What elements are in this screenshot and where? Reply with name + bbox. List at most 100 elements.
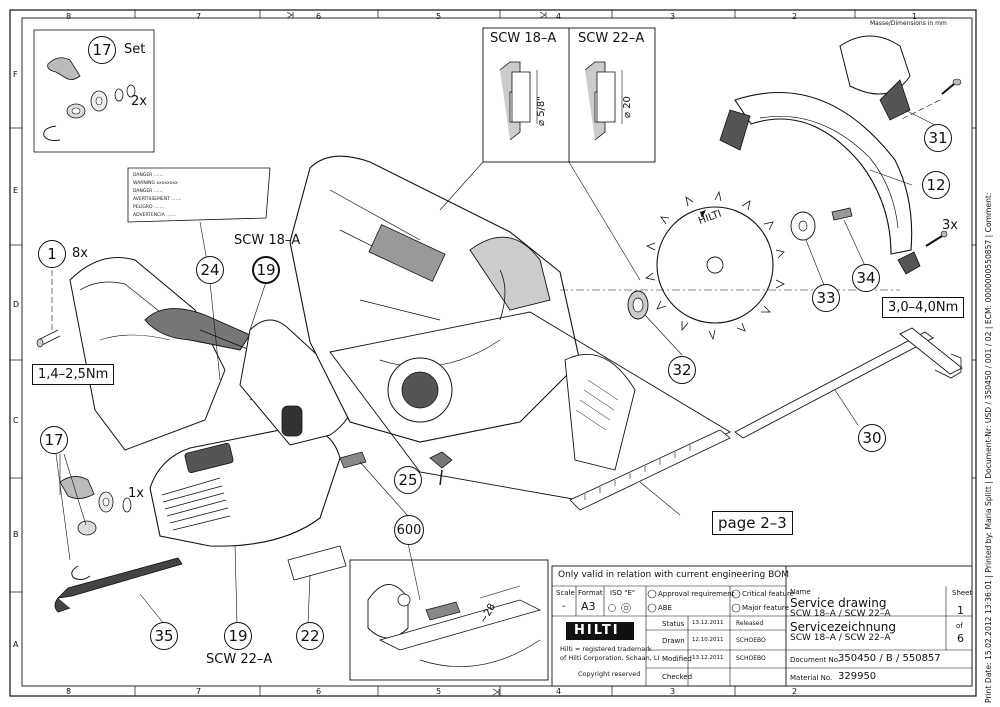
units-note: Masse/Dimensions in mm: [870, 20, 947, 27]
qty-8x: 8x: [72, 246, 88, 261]
main-housing: [289, 155, 581, 443]
format-value: A3: [581, 600, 596, 613]
name-models-de: SCW 18–A / SCW 22–A: [790, 633, 891, 643]
callout-19-top: 19: [252, 256, 280, 284]
qty-1x: 1x: [128, 486, 144, 501]
warning-line: WARNING xxxxxxxx: [133, 181, 178, 186]
callout-600: 600: [394, 515, 424, 545]
print-stamp-text: Print Date: 15.02.2012 13:36:01 | Printe…: [984, 192, 993, 703]
callout-34: 34: [852, 264, 880, 292]
guard-lever: [839, 35, 911, 95]
zone-bottom-4: 4: [556, 687, 562, 696]
validity-note: Only valid in relation with current engi…: [558, 570, 789, 580]
print-stamp: Print Date: 15.02.2012 13:36:01 | Printe…: [984, 0, 998, 707]
callout-35: 35: [150, 622, 178, 650]
warning-label-sheet: [127, 167, 271, 223]
zone-top-7: 7: [196, 12, 202, 21]
zone-bottom-7: 7: [196, 687, 202, 696]
name-header: Name: [790, 588, 811, 596]
callout-19-bottom: 19: [224, 622, 252, 650]
name-english: Service drawing: [790, 596, 887, 610]
zone-ticks: [10, 10, 976, 696]
critical-feature: Critical feature: [742, 590, 794, 598]
outer-frame: [9, 9, 977, 697]
callout-22: 22: [296, 622, 324, 650]
callout-33: 33: [812, 284, 840, 312]
document-number-header: Document No.: [790, 656, 841, 664]
detail-scw18: SCW 18–A: [490, 31, 557, 46]
callout-25: 25: [394, 466, 422, 494]
zone-side-E: E: [13, 186, 19, 195]
trademark-line-1: Hilti = registered trademark: [560, 645, 652, 653]
warning-line: PELIGRO .......: [133, 205, 164, 210]
inner-frame: [21, 17, 973, 687]
zone-bottom-2: 2: [792, 687, 798, 696]
drawn-header: Drawn: [662, 637, 685, 645]
sheet-count: 6: [957, 632, 964, 645]
iso-header: ISO "E": [610, 589, 636, 597]
modified-date: 13.12.2011: [692, 655, 724, 661]
callout-17-top: 17: [88, 36, 116, 64]
zone-top-1: 1: [912, 12, 918, 21]
qty-3x: 3x: [942, 218, 958, 233]
zone-side-D: D: [13, 300, 20, 309]
trademark-line-2: of Hilti Corporation, Schaan, LI: [560, 654, 660, 662]
parallel-guide: [734, 331, 934, 439]
callout-32: 32: [668, 356, 696, 384]
zone-bottom-5: 5: [436, 687, 442, 696]
name-german: Servicezeichnung: [790, 620, 897, 634]
zone-top-5: 5: [436, 12, 442, 21]
hex-key: [56, 557, 183, 599]
scale-header: Scale: [556, 589, 575, 597]
callout-30: 30: [858, 424, 886, 452]
callout-12: 12: [922, 171, 950, 199]
zone-side-A: A: [13, 640, 19, 649]
zone-bottom-6: 6: [316, 687, 322, 696]
document-number: 350450 / B / 550857: [838, 653, 941, 664]
checked-header: Checked: [662, 673, 693, 681]
leader-lines: [55, 109, 936, 625]
status-value: Released: [736, 620, 764, 627]
zone-top-4: 4: [556, 12, 562, 21]
saw-blade: HILTI: [645, 190, 785, 341]
hilti-logo: HILTI: [574, 623, 620, 638]
warning-line: DANGER ......: [133, 189, 163, 194]
callout-31: 31: [924, 124, 952, 152]
warning-label-text: DANGER ....... WARNING xxxxxxxx DANGER .…: [133, 172, 181, 220]
qty-2x: 2x: [131, 94, 147, 109]
page-reference[interactable]: page 2–3: [712, 511, 793, 535]
warning-line: DANGER .......: [133, 173, 164, 178]
callout-17-bottom: 17: [40, 426, 68, 454]
blade-guard: [734, 91, 913, 255]
sheet-value: 1: [957, 604, 964, 617]
callout-1: 1: [38, 240, 66, 268]
set-label: Set: [124, 42, 146, 57]
status-header: Status: [662, 620, 685, 628]
set17-box: [33, 29, 155, 153]
modified-by: SCHOEBO: [736, 655, 766, 662]
sheet-header: Sheet: [952, 589, 973, 597]
name-models: SCW 18–A / SCW 22–A: [790, 609, 891, 619]
modified-header: Modified: [662, 655, 692, 663]
drawn-by: SCHOEBO: [736, 637, 766, 644]
format-header: Format: [578, 589, 603, 597]
zone-top-8: 8: [66, 12, 72, 21]
zone-top-2: 2: [792, 12, 798, 21]
torque-right: 3,0–4,0Nm: [882, 297, 965, 318]
callout-24: 24: [196, 256, 224, 284]
major-feature: Major feature: [742, 604, 789, 612]
zone-side-B: B: [13, 530, 19, 539]
zone-side-C: C: [13, 416, 19, 425]
material-number-header: Material No.: [790, 674, 833, 682]
approval-requirement: Approval requirement: [658, 590, 735, 598]
scw22-label: SCW 22–A: [206, 652, 273, 667]
zone-side-F: F: [13, 70, 18, 79]
torque-left: 1,4–2,5Nm: [32, 364, 115, 385]
zone-bottom-3: 3: [670, 687, 676, 696]
zone-top-6: 6: [316, 12, 322, 21]
abe-label: ABE: [658, 604, 673, 612]
material-number: 329950: [838, 671, 877, 682]
